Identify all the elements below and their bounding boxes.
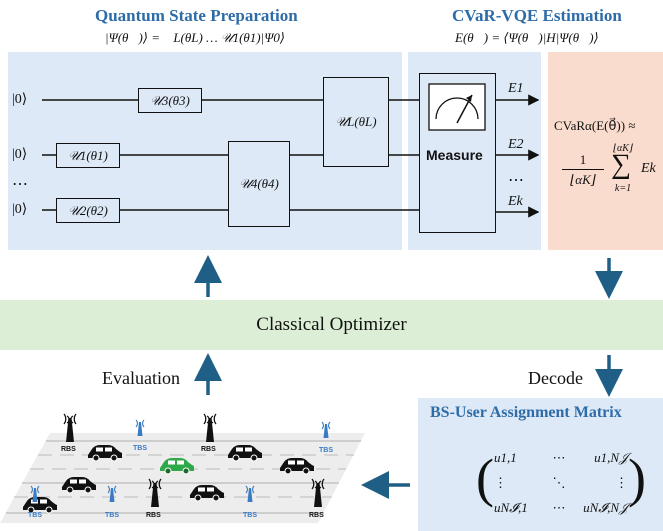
qubit-ellipsis: ⋯ xyxy=(12,176,28,193)
matrix-cell: ⋮ xyxy=(494,475,507,490)
tower-label: TBS xyxy=(133,445,147,452)
tower-label: RBS xyxy=(309,512,324,519)
matrix-row: uN𝓘,1 ⋯ uN𝓘,N𝒥 xyxy=(494,496,628,520)
matrix-cell: u1,N𝒥 xyxy=(594,450,628,465)
measurement-box: Measure xyxy=(419,73,496,233)
tower-label: RBS xyxy=(61,446,76,453)
energy-ellipsis: ⋯ xyxy=(508,172,524,189)
measure-label: Measure xyxy=(426,147,483,163)
gate-u4: 𝒰4(θ4) xyxy=(228,141,290,227)
qubit-label-1: |0⟩ xyxy=(12,92,28,107)
cvar-sum-term: Ek xyxy=(641,161,656,176)
energy-label-1: E1 xyxy=(508,81,524,96)
cvar-fraction-denominator: ⌊αK⌋ xyxy=(570,172,596,187)
gate-u1: 𝒰1(θ1) xyxy=(56,143,120,168)
cvar-fraction-numerator: 1 xyxy=(579,152,587,167)
matrix-cell: u1,1 xyxy=(494,450,517,465)
cvar-fraction-bar xyxy=(562,169,604,170)
gate-u2: 𝒰2(θ2) xyxy=(56,198,120,223)
matrix-row: u1,1 ⋯ u1,N𝒥 xyxy=(494,446,628,470)
cvar-estimation-title: CVaR-VQE Estimation xyxy=(452,6,622,25)
cvar-formula-line1: CVaRα(E(θ⃗)) ≈ xyxy=(554,118,636,133)
cvar-estimation-formula: E(θ⃗) = ⟨Ψ(θ⃗)|H|Ψ(θ⃗)⟩ xyxy=(455,30,599,45)
cvar-sum-lower: k=1 xyxy=(614,183,632,194)
decode-label: Decode xyxy=(528,368,583,388)
tower-label: RBS xyxy=(146,512,161,519)
matrix-cell: uN𝓘,N𝒥 xyxy=(583,500,628,515)
matrix-cell: ⋮ xyxy=(615,475,628,490)
matrix-cell: uN𝓘,1 xyxy=(494,500,528,515)
cvar-panel xyxy=(548,52,663,250)
assignment-matrix: u1,1 ⋯ u1,N𝒥 ⋮ ⋱ ⋮ uN𝓘,1 ⋯ uN𝓘,N𝒥 xyxy=(494,446,628,520)
tower-label: TBS xyxy=(105,512,119,519)
evaluation-label: Evaluation xyxy=(102,368,180,388)
state-prep-title: Quantum State Preparation xyxy=(95,6,298,25)
classical-optimizer-bar: Classical Optimizer xyxy=(0,300,663,350)
qubit-label-3: |0⟩ xyxy=(12,202,28,217)
matrix-left-paren: ( xyxy=(476,448,494,508)
energy-label-k: Ek xyxy=(508,194,523,209)
matrix-cell: ⋱ xyxy=(552,475,566,490)
tower-label: RBS xyxy=(201,446,216,453)
matrix-cell: ⋯ xyxy=(552,450,566,465)
gate-u3: 𝒰3(θ3) xyxy=(138,88,202,113)
energy-label-2: E2 xyxy=(508,137,524,152)
tower-label: TBS xyxy=(243,512,257,519)
road-scene xyxy=(0,413,365,523)
cvar-sum-upper: ⌊αK⌋ xyxy=(613,143,633,154)
qubit-label-2: |0⟩ xyxy=(12,147,28,162)
meter-icon xyxy=(428,83,486,131)
state-prep-formula: |Ψ(θ⃗)⟩ = 𝒰L(θL) … 𝒰1(θ1)|Ψ0⟩ xyxy=(105,30,285,45)
classical-optimizer-label: Classical Optimizer xyxy=(256,314,407,335)
matrix-right-paren: ) xyxy=(628,448,646,508)
sum-symbol: ∑ xyxy=(611,149,631,180)
tower-label: TBS xyxy=(28,512,42,519)
tower-label: TBS xyxy=(319,447,333,454)
matrix-row: ⋮ ⋱ ⋮ xyxy=(494,470,628,496)
matrix-cell: ⋯ xyxy=(552,500,566,515)
gate-ul: 𝒰L(θL) xyxy=(323,77,389,167)
assignment-title: BS-User Assignment Matrix xyxy=(430,404,622,421)
assignment-panel xyxy=(418,398,663,531)
